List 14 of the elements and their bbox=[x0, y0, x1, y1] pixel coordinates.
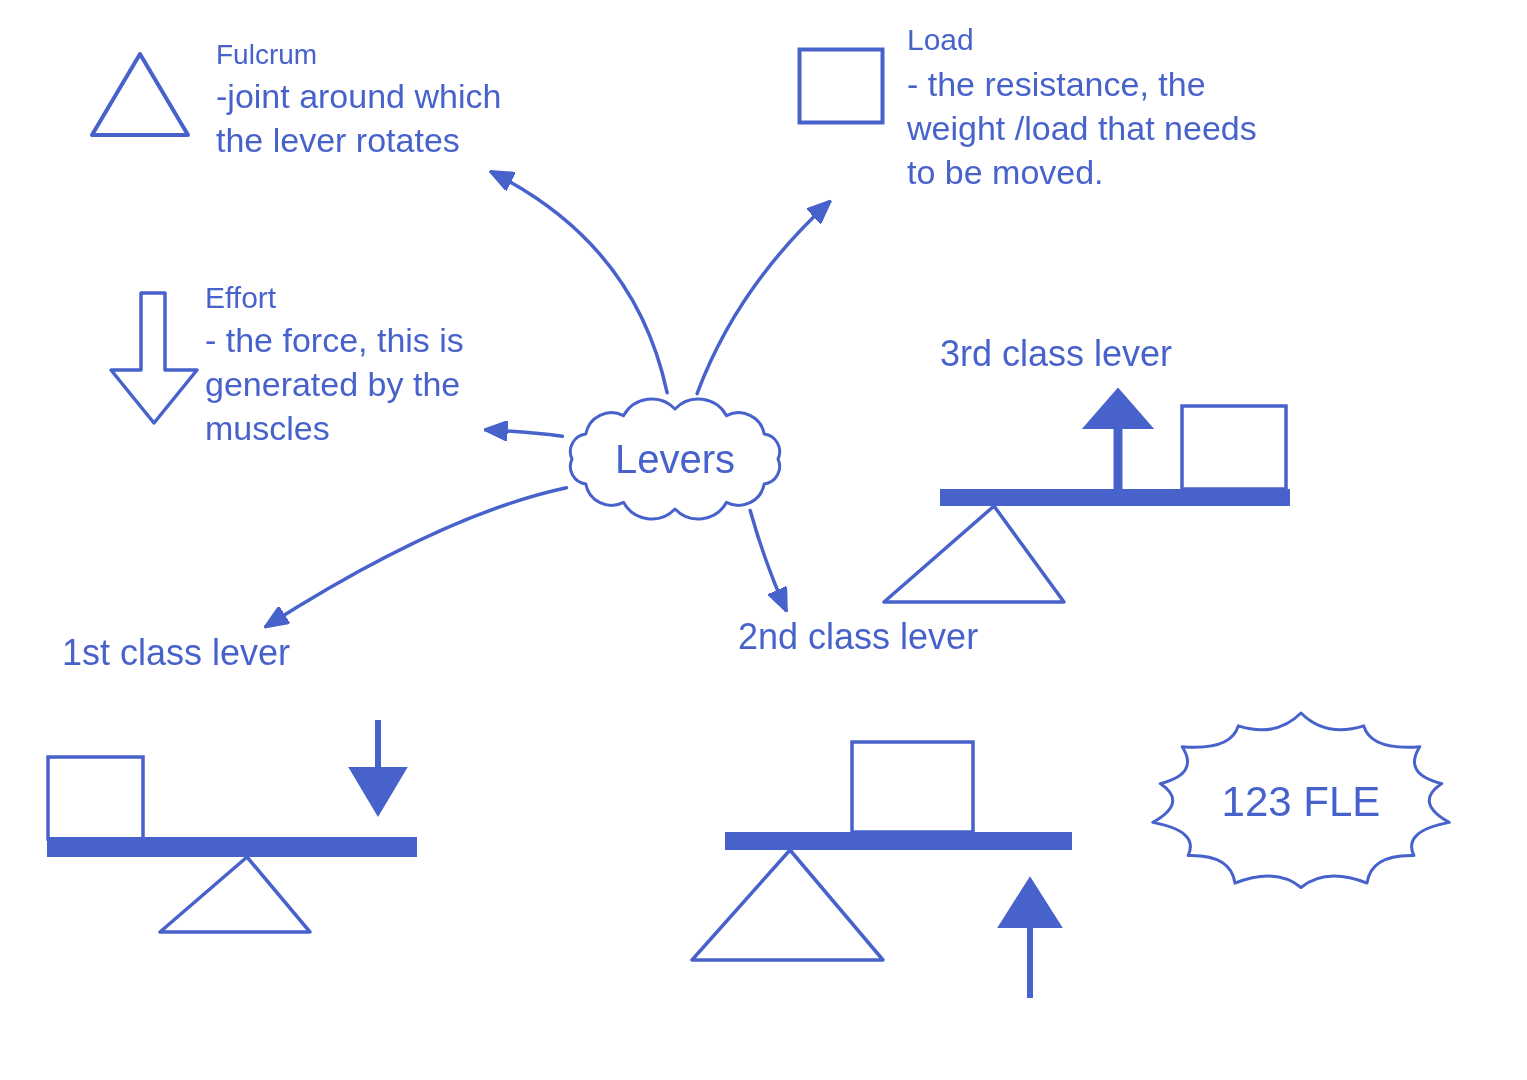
term-heading: Effort bbox=[205, 280, 277, 316]
arrow bbox=[695, 199, 833, 396]
arrow bbox=[263, 485, 569, 629]
lever-label: 1st class lever bbox=[62, 632, 291, 674]
lever-label: 2nd class lever bbox=[738, 616, 979, 658]
lever-label: 3rd class lever bbox=[940, 333, 1173, 375]
definition-text: - the resistance, the weight /load that needs to be moved. bbox=[907, 64, 1258, 193]
arrow bbox=[748, 508, 788, 614]
definition-text: -joint around which the lever rotates bbox=[216, 76, 503, 161]
term-heading: Load bbox=[907, 22, 974, 58]
arrow bbox=[482, 420, 565, 442]
definition-text: - the force, this is generated by the muscles bbox=[205, 320, 465, 449]
term-heading: Fulcrum bbox=[216, 38, 318, 72]
arrow bbox=[488, 170, 669, 395]
